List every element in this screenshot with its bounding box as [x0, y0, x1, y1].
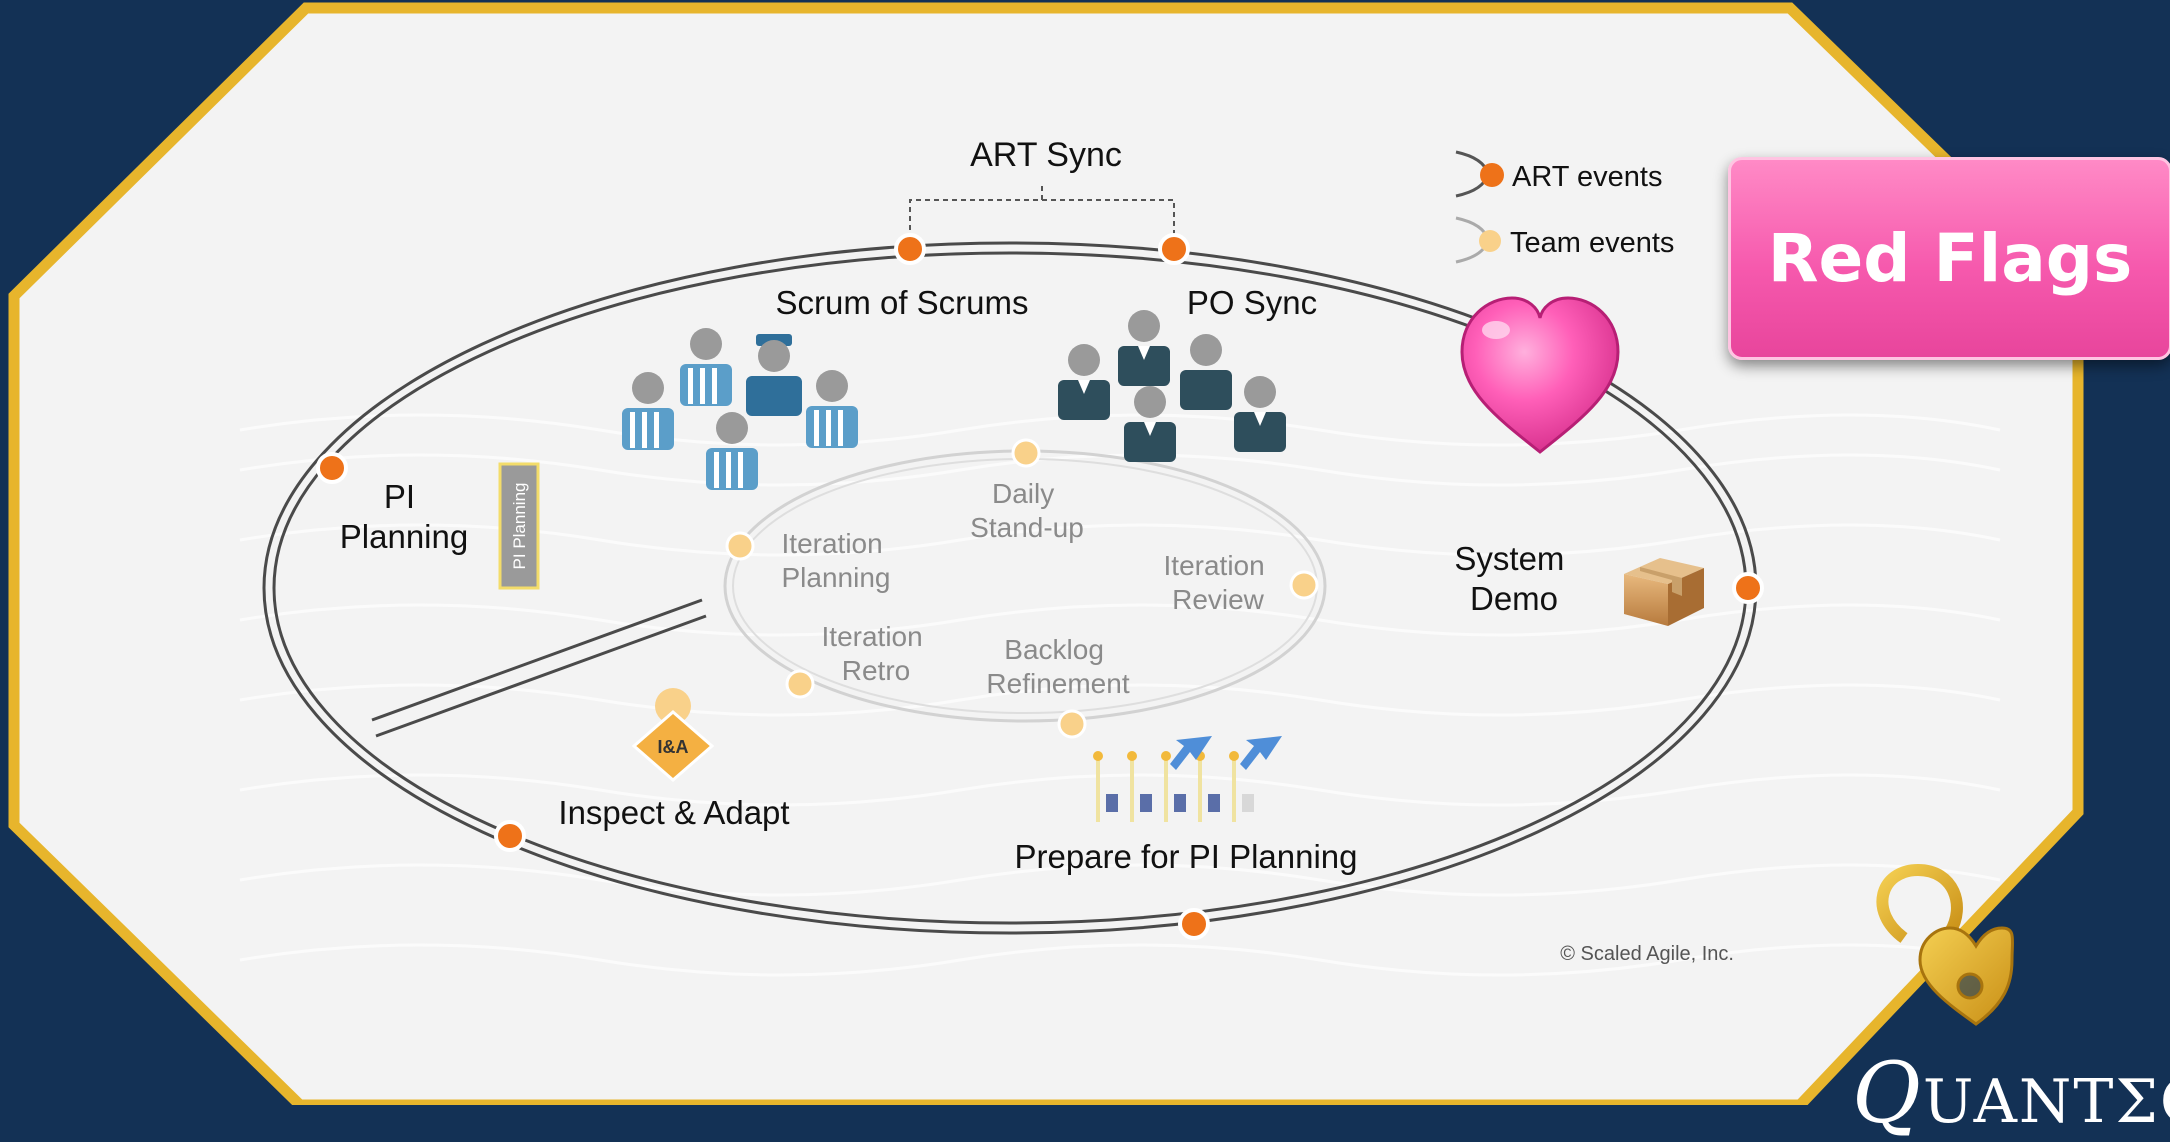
pi-planning-line1: PI: [384, 478, 415, 515]
system-demo-line1: System: [1454, 540, 1564, 577]
heart-highlight: [1482, 321, 1510, 339]
brand-logo: QUANTΣCL: [1852, 1044, 2170, 1142]
wave-texture: [239, 413, 2001, 977]
inspect-adapt-icon: I&A: [631, 688, 715, 782]
scrum-of-scrums-label: Scrum of Scrums: [775, 284, 1028, 321]
legend-art-dot: [1480, 163, 1504, 187]
po-sync-label: PO Sync: [1187, 284, 1317, 321]
iteration-review-line2: Review: [1172, 584, 1265, 615]
art-event-dots: [316, 233, 1764, 940]
connector-line: [375, 614, 707, 738]
system-demo-label: System Demo: [1454, 540, 1573, 617]
backlog-refinement-line2: Refinement: [986, 668, 1129, 699]
person-icon: [680, 328, 732, 406]
person-icon: [1058, 344, 1110, 420]
box-icon: [1624, 558, 1704, 626]
team-event-dot: [1057, 709, 1087, 739]
daily-standup-label: Daily Stand-up: [970, 478, 1084, 543]
pushpin-icon: [1229, 751, 1239, 761]
brand-name: UANTΣCL: [1922, 1067, 2170, 1137]
pushpin-icon: [1093, 751, 1103, 761]
red-flags-badge: Red Flags: [1728, 157, 2170, 360]
iteration-planning-line1: Iteration: [782, 528, 883, 559]
person-icon: [706, 412, 758, 490]
backlog-refinement-line1: Backlog: [1004, 634, 1104, 665]
pi-planning-tag: PI Planning: [510, 483, 529, 570]
iteration-planning-line2: Planning: [782, 562, 891, 593]
iteration-retro-line2: Retro: [842, 655, 910, 686]
arrow-icon: [1240, 736, 1282, 770]
backlog-refinement-label: Backlog Refinement: [986, 634, 1129, 699]
lock-icon: [1876, 863, 2015, 1026]
art-event-dot: [316, 452, 348, 484]
team-event-dot: [1011, 438, 1041, 468]
art-event-dot: [494, 820, 526, 852]
daily-standup-line2: Stand-up: [970, 512, 1084, 543]
team-event-dot: [1289, 570, 1319, 600]
backlog-pins-icon: [1093, 736, 1282, 822]
art-event-dot: [1178, 908, 1210, 940]
art-event-dot: [1158, 233, 1190, 265]
pi-planning-label: PI Planning: [340, 478, 468, 555]
person-icon: [746, 334, 802, 416]
pi-cadence-diagram: ART Sync ART events Team events Scrum of…: [8, 2, 2084, 1105]
pi-planning-line2: Planning: [340, 518, 468, 555]
art-sync-label: ART Sync: [970, 136, 1122, 174]
octagon-frame: [8, 2, 2084, 1105]
art-event-dot: [894, 233, 926, 265]
connector-line: [371, 598, 703, 722]
pushpin-icon: [1127, 751, 1137, 761]
pi-planning-board-icon: PI Planning: [498, 462, 540, 590]
copyright-text: © Scaled Agile, Inc.: [1560, 943, 1734, 965]
team-event-dots: [725, 438, 1319, 739]
person-icon: [1118, 310, 1170, 386]
legend-team-dot: [1479, 230, 1501, 252]
iteration-retro-label: Iteration Retro: [822, 621, 931, 686]
iteration-planning-label: Iteration Planning: [782, 528, 891, 593]
team-event-dot: [725, 531, 755, 561]
person-icon: [806, 370, 858, 448]
people-icon: [1058, 310, 1286, 462]
art-sync-bracket: [909, 186, 1175, 248]
inspect-adapt-badge: I&A: [658, 737, 689, 757]
person-icon: [622, 372, 674, 450]
brand-initial: Q: [1852, 1044, 1923, 1142]
arrow-icon: [1170, 736, 1212, 770]
team-event-dot: [785, 669, 815, 699]
person-icon: [1124, 386, 1176, 462]
inspect-adapt-label: Inspect & Adapt: [558, 794, 789, 831]
art-event-dot: [1732, 572, 1764, 604]
system-demo-line2: Demo: [1470, 580, 1558, 617]
iteration-review-label: Iteration Review: [1164, 550, 1273, 615]
person-icon: [1180, 334, 1232, 410]
iteration-retro-line1: Iteration: [822, 621, 923, 652]
legend: ART events Team events: [1455, 150, 1674, 264]
legend-team-events: Team events: [1510, 227, 1674, 259]
daily-standup-line1: Daily: [992, 478, 1054, 509]
red-flags-label: Red Flags: [1767, 220, 2133, 297]
legend-art-events: ART events: [1512, 161, 1662, 193]
prepare-pi-label: Prepare for PI Planning: [1014, 838, 1357, 875]
person-icon: [1234, 376, 1286, 452]
iteration-review-line1: Iteration: [1164, 550, 1265, 581]
pushpin-icon: [1161, 751, 1171, 761]
people-icon: [622, 328, 858, 490]
